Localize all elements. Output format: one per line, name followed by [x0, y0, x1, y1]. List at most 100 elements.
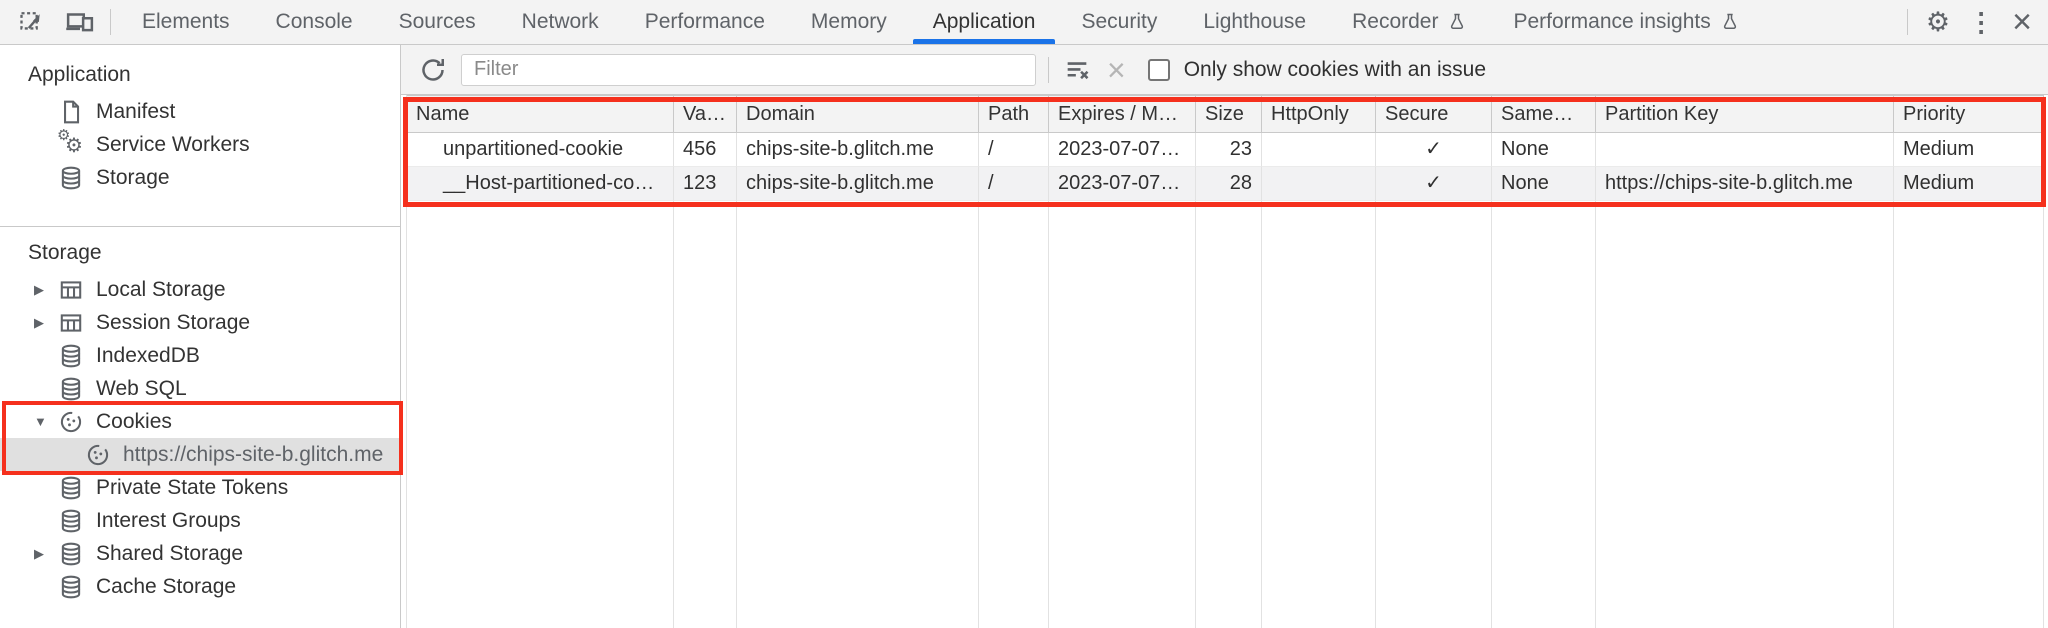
table-row[interactable]: unpartitioned-cookie 456 chips-site-b.gl…	[407, 133, 2044, 167]
clear-all-cookies-icon[interactable]	[1061, 54, 1093, 86]
cookie-value: 456	[674, 133, 737, 167]
database-icon	[58, 343, 88, 369]
table-icon	[58, 310, 88, 336]
cookie-size: 28	[1196, 167, 1262, 201]
cookie-expires: 2023-07-07…	[1049, 167, 1196, 201]
toolbar-divider	[110, 9, 111, 35]
database-icon	[58, 376, 88, 402]
panel-tabs: Elements Console Sources Network Perform…	[119, 0, 1763, 44]
devtools-tab-bar: Elements Console Sources Network Perform…	[0, 0, 2048, 45]
cookies-table: Name Value Domain Path Expires / M… Size…	[406, 95, 2044, 628]
column-header-secure[interactable]: Secure	[1376, 95, 1492, 133]
cookies-table-header: Name Value Domain Path Expires / M… Size…	[407, 95, 2044, 133]
cookie-expires: 2023-07-07…	[1049, 133, 1196, 167]
tab-console[interactable]: Console	[275, 10, 353, 33]
sidebar-section-storage: Storage	[28, 241, 102, 264]
cookies-toolbar: × Only show cookies with an issue	[401, 45, 2048, 95]
tab-recorder[interactable]: Recorder	[1329, 0, 1490, 44]
cookies-panel: × Only show cookies with an issue Name V…	[401, 45, 2048, 628]
tab-security[interactable]: Security	[1081, 10, 1158, 33]
experiment-flask-icon	[1720, 12, 1740, 32]
table-empty-area	[407, 201, 2044, 628]
chevron-collapsed-icon[interactable]: ▶	[34, 281, 44, 297]
column-header-httponly[interactable]: HttpOnly	[1262, 95, 1376, 133]
database-icon	[58, 508, 88, 534]
close-devtools-icon[interactable]: ×	[2012, 3, 2032, 41]
cookie-domain: chips-site-b.glitch.me	[737, 167, 979, 201]
tab-performance[interactable]: Performance	[644, 10, 765, 33]
tab-lighthouse[interactable]: Lighthouse	[1203, 10, 1307, 33]
cookie-partition-key	[1596, 133, 1894, 167]
tab-application[interactable]: Application	[910, 0, 1059, 44]
toolbar-divider	[1048, 56, 1049, 83]
cookie-path: /	[979, 167, 1049, 201]
column-header-domain[interactable]: Domain	[737, 95, 979, 133]
sidebar-item-indexeddb[interactable]: IndexedDB	[0, 339, 400, 372]
experiment-flask-icon	[1447, 12, 1467, 32]
cookie-secure-checkmark: ✓	[1376, 167, 1492, 201]
database-icon	[58, 475, 88, 501]
sidebar-item-private-state-tokens[interactable]: Private State Tokens	[0, 471, 400, 504]
sidebar-item-service-workers[interactable]: ⚙⚙ Service Workers	[57, 126, 250, 157]
cookie-samesite: None	[1492, 167, 1596, 201]
cookie-priority: Medium	[1894, 133, 2044, 167]
cookie-httponly	[1262, 167, 1376, 201]
sidebar-section-application: Application	[28, 63, 131, 86]
sidebar-divider	[0, 226, 400, 227]
column-header-name[interactable]: Name	[407, 95, 674, 133]
delete-selected-icon[interactable]: ×	[1107, 51, 1126, 88]
cookie-icon	[85, 442, 115, 468]
tab-performance-insights[interactable]: Performance insights	[1490, 0, 1762, 44]
sidebar-item-interest-groups[interactable]: Interest Groups	[0, 504, 400, 537]
toggle-device-toolbar-icon[interactable]	[64, 6, 96, 38]
column-header-size[interactable]: Size	[1196, 95, 1262, 133]
chevron-expanded-icon[interactable]: ▼	[34, 414, 47, 429]
cookie-secure-checkmark: ✓	[1376, 133, 1492, 167]
tab-network[interactable]: Network	[521, 10, 599, 33]
chevron-collapsed-icon[interactable]: ▶	[34, 545, 44, 561]
table-icon	[58, 277, 88, 303]
database-icon	[58, 165, 88, 191]
toolbar-divider	[1906, 9, 1908, 35]
sidebar-item-cookies[interactable]: ▼ Cookies	[34, 409, 172, 433]
filter-input[interactable]	[461, 53, 1036, 86]
sidebar-item-manifest[interactable]: Manifest	[0, 95, 400, 128]
only-issues-label[interactable]: Only show cookies with an issue	[1183, 57, 1486, 81]
cookie-priority: Medium	[1894, 167, 2044, 201]
cookie-path: /	[979, 133, 1049, 167]
chevron-collapsed-icon[interactable]: ▶	[34, 314, 44, 330]
sidebar-item-shared-storage[interactable]: ▶ Shared Storage	[34, 541, 244, 567]
inspect-element-icon[interactable]	[16, 6, 48, 38]
table-row[interactable]: __Host-partitioned-cookie 123 chips-site…	[407, 167, 2044, 201]
column-header-path[interactable]: Path	[979, 95, 1049, 133]
column-header-samesite[interactable]: SameSite	[1492, 95, 1596, 133]
overflow-menu-icon[interactable]: ⋮	[1968, 7, 1995, 37]
cookie-httponly	[1262, 133, 1376, 167]
application-sidebar: Application Manifest ⚙⚙ Service Workers	[0, 45, 401, 628]
tab-memory[interactable]: Memory	[810, 10, 887, 33]
cookie-name: unpartitioned-cookie	[407, 133, 674, 167]
cookie-partition-key: https://chips-site-b.glitch.me	[1596, 167, 1894, 201]
tab-sources[interactable]: Sources	[398, 10, 476, 33]
column-header-value[interactable]: Value	[674, 95, 737, 133]
column-header-partition-key[interactable]: Partition Key	[1596, 95, 1894, 133]
tab-elements[interactable]: Elements	[142, 10, 230, 33]
sidebar-item-cookie-origin[interactable]: https://chips-site-b.glitch.me	[0, 438, 400, 471]
sidebar-item-local-storage[interactable]: ▶ Local Storage	[34, 277, 226, 303]
sidebar-item-web-sql[interactable]: Web SQL	[0, 372, 400, 405]
gears-icon: ⚙⚙	[57, 126, 83, 157]
only-issues-checkbox[interactable]	[1147, 58, 1170, 81]
document-icon	[58, 99, 88, 125]
sidebar-item-storage[interactable]: Storage	[0, 161, 400, 194]
column-header-priority[interactable]: Priority	[1894, 95, 2044, 133]
sidebar-item-cache-storage[interactable]: Cache Storage	[0, 570, 400, 603]
refresh-icon[interactable]	[417, 54, 449, 86]
cookie-value: 123	[674, 167, 737, 201]
settings-gear-icon[interactable]: ⚙	[1925, 6, 1951, 37]
database-icon	[58, 541, 88, 567]
column-header-expires[interactable]: Expires / M…	[1049, 95, 1196, 133]
sidebar-item-session-storage[interactable]: ▶ Session Storage	[34, 310, 251, 336]
cookie-domain: chips-site-b.glitch.me	[737, 133, 979, 167]
cookie-samesite: None	[1492, 133, 1596, 167]
